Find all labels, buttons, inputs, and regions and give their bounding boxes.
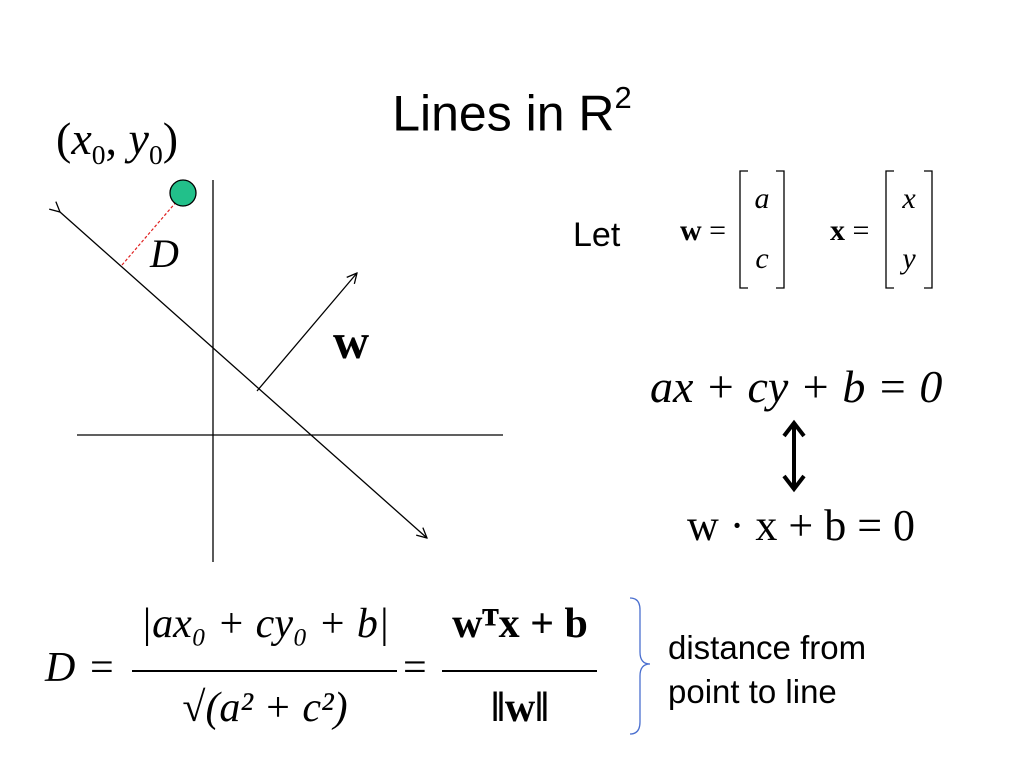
formula-denominator-2: ‖w‖ [491,685,549,731]
decision-line [60,212,427,538]
point-label: (x0, y0) [56,112,178,171]
x-matrix-brackets [885,170,933,289]
formula-denominator-1: √(a² + c²) [182,685,348,731]
formula-numerator-2: wᵀx + b [452,601,588,647]
slide-title-text: Lines in R [392,85,615,142]
point-paren-close: ) [162,113,179,164]
point-y-subscript: 0 [148,139,163,171]
point-x-subscript: 0 [91,139,106,171]
point-paren-open: ( [56,113,72,164]
distance-label: D [150,231,179,276]
formula-fraction-bar-2 [442,670,597,672]
distance-segment [121,193,184,266]
x-entry-x: x [902,182,916,215]
distance-note-line-2: point to line [668,673,837,710]
point-x: x [71,113,92,164]
let-label: Let [573,216,621,254]
w-matrix-brackets [739,170,785,289]
formula-lhs: D [45,645,76,691]
distance-note-line-1: distance from [668,629,867,666]
x-equals: = [852,214,870,247]
point-y: y [128,113,149,164]
w-definition-label: w = [680,214,726,248]
x-entry-y: y [902,242,916,275]
point-comma: , [105,113,118,164]
equation-vector: w · x + b = 0 [687,501,916,550]
w-equals: = [709,214,727,247]
w-entry-a: a [754,182,770,215]
formula-equals-2: = [403,645,427,691]
x-symbol: x [830,214,845,247]
formula-equals-1: = [90,645,114,691]
slide-title-superscript: 2 [614,80,632,115]
formula-numerator-1: |ax₀ + cy₀ + b| [140,601,390,647]
slide-title: Lines in R2 [0,80,1024,142]
normal-vector-arrow [256,273,357,392]
equivalence-arrow-head-bottom [782,474,806,493]
w-entry-c: c [755,242,769,275]
formula-fraction-bar-1 [132,670,397,672]
distance-note: distance from point to line [668,626,866,714]
point-marker [169,179,197,207]
w-symbol: w [680,214,702,247]
equation-general: ax + cy + b = 0 [650,361,943,412]
x-definition-label: x = [830,214,869,248]
x-matrix: x y [887,174,931,286]
normal-vector-label: w [333,313,370,369]
w-matrix: a c [740,174,784,286]
equivalence-arrow-head-top [782,419,806,438]
brace [629,597,651,735]
